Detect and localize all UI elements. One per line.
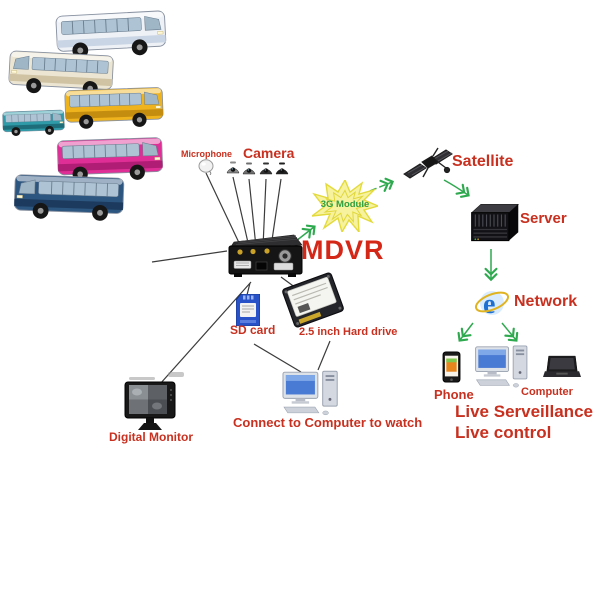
hard-drive-label: 2.5 inch Hard drive bbox=[299, 326, 398, 338]
wire-lines bbox=[151, 172, 331, 385]
computer-label: Computer bbox=[521, 386, 573, 398]
digital-monitor-label: Digital Monitor bbox=[109, 430, 193, 444]
3g-module-label: 3G Module bbox=[320, 199, 370, 210]
camera-label: Camera bbox=[243, 145, 295, 161]
live-control-label: Live control bbox=[455, 423, 552, 442]
microphone-icon bbox=[198, 159, 214, 175]
camera-icon bbox=[242, 162, 256, 175]
sd-card-icon bbox=[236, 294, 260, 326]
connect-watch-label: Connect to Computer to watch bbox=[233, 415, 423, 430]
server-icon bbox=[470, 203, 519, 242]
bus-yellow-icon bbox=[63, 81, 165, 131]
satellite-icon bbox=[403, 147, 453, 179]
mdvr-device-icon bbox=[228, 234, 303, 277]
camera-icon bbox=[275, 162, 289, 175]
camera-icon bbox=[259, 162, 273, 175]
bus-teal-icon bbox=[1, 106, 65, 138]
live-surveillance-label: Live Serveillance bbox=[455, 402, 593, 421]
monitor-fineprint-smudge bbox=[129, 377, 155, 380]
microphone-label: Microphone bbox=[181, 149, 232, 159]
phone-label: Phone bbox=[434, 387, 474, 402]
server-label: Server bbox=[520, 210, 567, 227]
bus-blue-icon bbox=[12, 168, 126, 224]
monitor-fineprint-smudge bbox=[168, 372, 184, 377]
mdvr-label: MDVR bbox=[301, 235, 385, 265]
digital-monitor-icon bbox=[124, 381, 176, 430]
satellite-label: Satellite bbox=[452, 153, 514, 170]
network-label: Network bbox=[514, 293, 578, 310]
hard-drive-icon bbox=[282, 272, 344, 328]
network-browser-icon: e bbox=[474, 289, 510, 320]
signal-arrows bbox=[295, 177, 519, 342]
sd-card-label: SD card bbox=[230, 323, 276, 337]
playback-computer-icon bbox=[282, 370, 344, 417]
phone-icon bbox=[442, 351, 461, 383]
bus-fleet bbox=[0, 0, 190, 230]
3g-module-burst-icon bbox=[312, 180, 378, 232]
laptop-icon bbox=[543, 355, 581, 377]
camera-icon bbox=[226, 161, 240, 174]
desktop-computer-icon bbox=[474, 345, 534, 389]
